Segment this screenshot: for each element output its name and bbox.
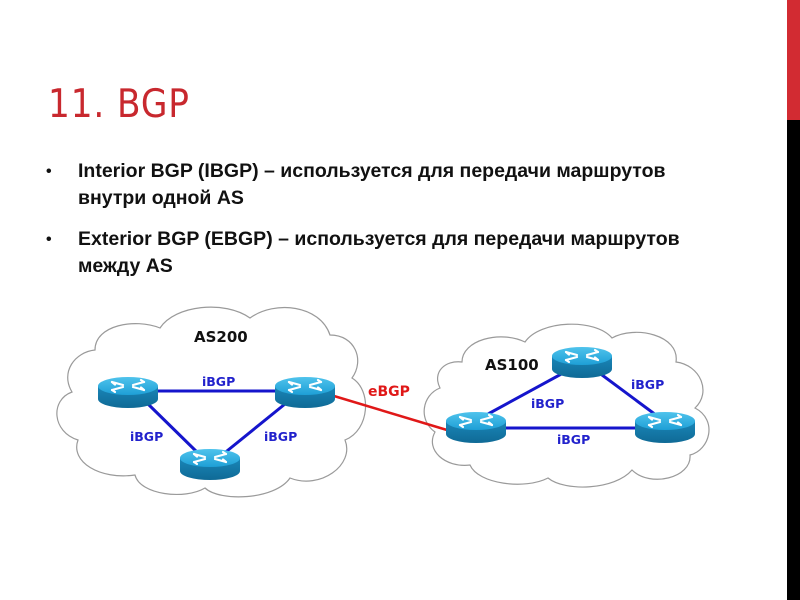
router-icon [633,410,697,445]
router-icon [178,447,242,482]
router-icon [444,410,508,445]
ibgp-label: iBGP [264,429,297,444]
as100-ibgp-links [487,370,661,430]
ibgp-label: iBGP [557,432,590,447]
as200-cloud [56,306,366,498]
bullet-text: Exterior BGP (EBGP) – используется для п… [78,228,680,277]
ibgp-label: iBGP [531,396,564,411]
router-icon [96,375,160,410]
bullet-item-ebgp: • Exterior BGP (EBGP) – используется для… [46,226,686,280]
slide-title: 11. BGP [48,82,190,127]
as200-label: AS200 [194,328,248,346]
side-accent-bar-black [787,120,800,600]
bullet-text: Interior BGP (IBGP) – используется для п… [78,160,666,209]
router-icon [550,345,614,380]
ibgp-label: iBGP [130,429,163,444]
bullet-dot-icon: • [46,231,52,248]
bullet-dot-icon: • [46,163,52,180]
ibgp-label: iBGP [631,377,664,392]
as200-ibgp-links [146,389,286,457]
side-accent-bar-red [787,0,800,120]
ebgp-link [333,394,448,432]
bullet-item-ibgp: • Interior BGP (IBGP) – используется для… [46,158,686,212]
ibgp-label: iBGP [202,374,235,389]
as100-cloud [423,323,710,488]
router-icon [273,375,337,410]
as100-label: AS100 [485,356,539,374]
ebgp-label: eBGP [368,384,410,400]
bullet-list: • Interior BGP (IBGP) – используется для… [46,158,686,294]
